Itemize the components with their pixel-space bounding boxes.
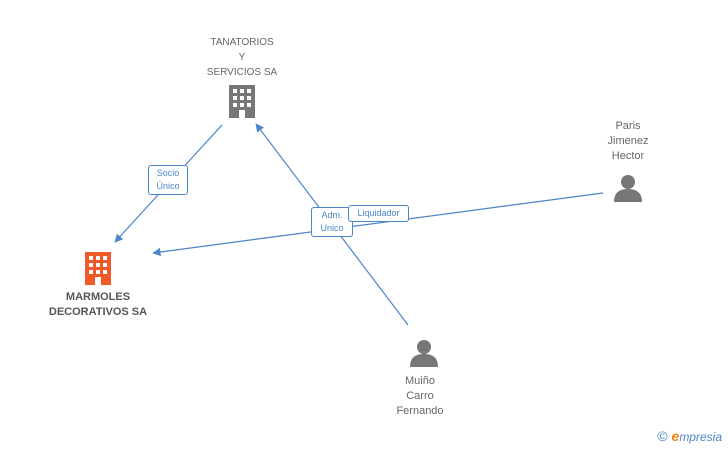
node-label-tanatorios[interactable]: TANATORIOS Y SERVICIOS SA [206,37,278,78]
person-icon[interactable] [410,340,438,367]
building-icon[interactable] [85,252,111,285]
person-icon[interactable] [614,175,642,202]
edge-label-liquidador: Liquidador [348,205,409,222]
node-label-marmoles[interactable]: MARMOLES DECORATIVOS SA [48,291,148,318]
node-label-paris[interactable]: Paris Jimenez Hector [607,120,649,162]
edge-label-adm-unico: Adm. Unico [311,207,353,237]
node-label-muino[interactable]: Muiño Carro Fernando [396,375,444,417]
empresia-watermark: © empresia [657,428,722,444]
empresia-logo: empresia [671,428,722,444]
edge-liquidador [152,192,604,257]
edge-label-socio-unico: Socio Único [148,165,188,195]
building-icon[interactable] [229,85,255,118]
copyright-symbol: © [657,428,668,444]
